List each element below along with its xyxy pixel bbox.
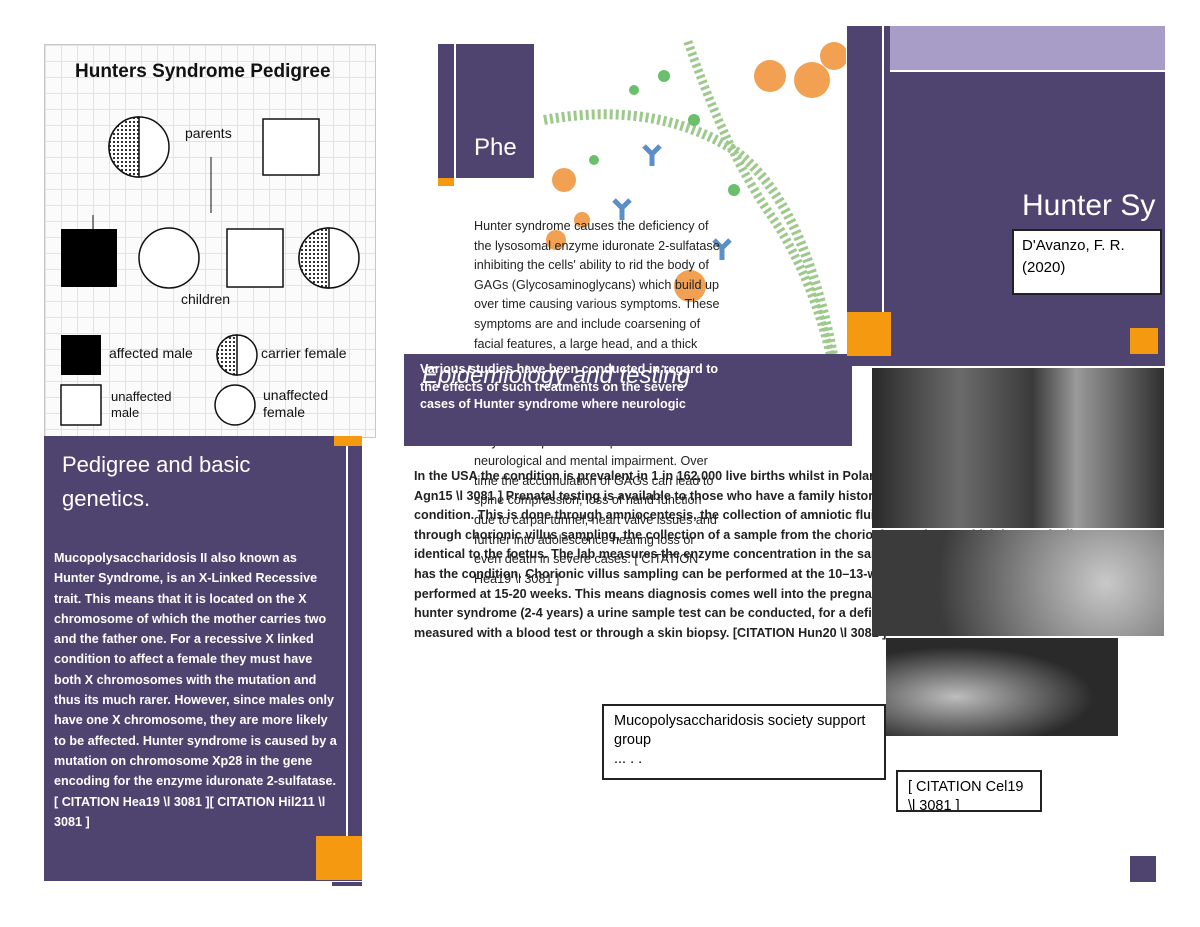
legend-affected-male-symbol: [61, 335, 101, 375]
support-group-extra: ... . .: [614, 751, 643, 767]
unaffected-son-symbol: [226, 228, 284, 288]
phenotype-accent: [438, 178, 454, 186]
hand-xray-image: [886, 638, 1118, 736]
pedigree-figure: Hunters Syndrome Pedigree parents childr…: [44, 44, 376, 438]
cover-rule: [890, 70, 1165, 72]
skull-xray-image: [872, 530, 1164, 636]
unaffected-father-symbol: [262, 118, 320, 176]
pedigree-title: Hunters Syndrome Pedigree: [75, 61, 331, 82]
author-box: D'Avanzo, F. R. (2020): [1012, 229, 1162, 295]
genetics-heading: Pedigree and basic genetics.: [62, 452, 251, 511]
genetics-body: Mucopolysaccharidosis II also known as H…: [54, 551, 337, 829]
parents-label: parents: [185, 125, 232, 141]
epidemiology-heading: Epidemiology and testing: [422, 362, 691, 389]
legend-unaffected-male-symbol: [60, 384, 102, 426]
cover-small-accent: [1130, 328, 1158, 354]
spine-xray-image: [872, 368, 1164, 528]
phenotype-heading: Phe: [474, 134, 517, 161]
affected-son-symbol: [61, 229, 117, 287]
phenotype-divider: [454, 44, 456, 184]
lysosome-illustration: [543, 40, 846, 360]
legend-carrier-female-label: carrier female: [261, 345, 347, 361]
legend-affected-male-label: affected male: [109, 345, 193, 361]
corner-accent-block: [1130, 856, 1156, 882]
panel-bottom-accent: [332, 882, 362, 886]
panel-corner-accent: [316, 836, 362, 880]
pedigree-diagram: [60, 116, 360, 426]
legend-unaffected-female-symbol: [214, 384, 256, 426]
unaffected-daughter-symbol: [138, 227, 200, 289]
legend-unaffected-male-label: unaffected male: [111, 389, 172, 420]
citation-box: [ CITATION Cel19 \l 3081 ]: [896, 770, 1042, 812]
legend-unaffected-female-label: unaffected female: [263, 387, 329, 420]
panel-divider: [346, 446, 348, 836]
cover-title: Hunter Sy: [1022, 189, 1156, 222]
cover-top-band: [890, 26, 1165, 70]
epidemiology-header-block: [404, 354, 852, 446]
panel-accent: [334, 436, 362, 446]
support-group-text: Mucopolysaccharidosis society support gr…: [614, 713, 866, 748]
children-label: children: [181, 291, 231, 307]
treatment-overlay-text: Various studies have been conducted in r…: [420, 362, 719, 411]
support-group-box: Mucopolysaccharidosis society support gr…: [602, 704, 886, 780]
genetics-panel: [44, 436, 362, 881]
cover-divider: [882, 26, 884, 356]
cover-panel: [847, 26, 1165, 366]
cover-corner-accent: [847, 312, 891, 356]
